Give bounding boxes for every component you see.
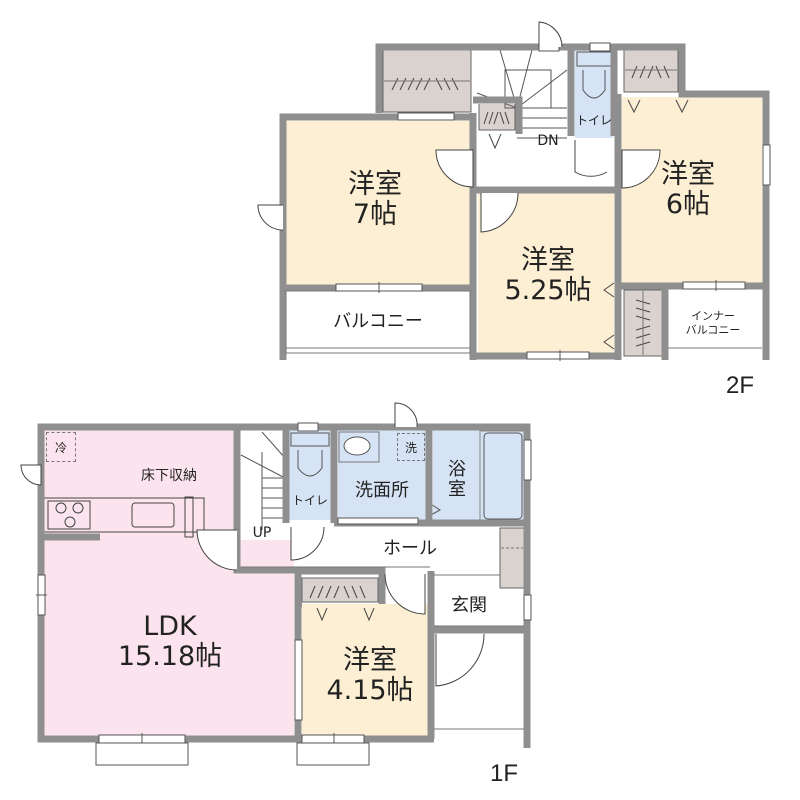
room-label-2f-western-7: 洋室 7帖 bbox=[348, 168, 402, 230]
room-type: 浴 bbox=[448, 458, 466, 480]
room-size: 7帖 bbox=[352, 199, 398, 230]
room-label-ldk: LDK 15.18帖 bbox=[117, 610, 223, 672]
floor-tag-2f: 2F bbox=[726, 372, 755, 399]
room-fill-bath bbox=[433, 430, 525, 520]
room-fill-1f-toilet bbox=[289, 430, 331, 520]
doors-1f bbox=[20, 402, 485, 687]
shoe-closet bbox=[499, 527, 525, 589]
toilet-fixture-2f bbox=[576, 51, 612, 99]
room-type: 洋室 bbox=[661, 158, 715, 190]
room-size: 4.15帖 bbox=[326, 675, 414, 706]
room-type-line2: 室 bbox=[448, 479, 466, 500]
room-type-line2: バルコニー bbox=[685, 323, 741, 336]
stairs-label-dn: DN bbox=[537, 133, 559, 150]
room-fill-4-15jo bbox=[302, 604, 429, 736]
room-label-washroom: 洗面所 bbox=[355, 479, 409, 501]
windows-1f bbox=[36, 422, 532, 766]
room-type: 洋室 bbox=[521, 244, 575, 276]
room-type: LDK bbox=[143, 610, 197, 642]
room-label-hall: ホール bbox=[383, 537, 437, 559]
room-label-1f-toilet: トイレ bbox=[291, 493, 329, 508]
room-type: 洋室 bbox=[343, 644, 397, 676]
stairs-1f bbox=[240, 430, 286, 530]
room-fill-2f-7jo bbox=[286, 121, 470, 285]
room-type: 洋室 bbox=[348, 168, 402, 200]
room-size: 6帖 bbox=[665, 189, 711, 220]
doors-2f bbox=[257, 21, 689, 350]
floor-2f bbox=[257, 21, 771, 361]
floor-1f bbox=[20, 402, 532, 766]
room-label-1f-western-4-15: 洋室 4.15帖 bbox=[326, 644, 414, 706]
room-label-2f-western-6: 洋室 6帖 bbox=[661, 158, 715, 220]
washer-marker: 洗 bbox=[397, 433, 425, 461]
room-label-2f-western-5-25: 洋室 5.25帖 bbox=[504, 244, 592, 306]
underfloor-storage-label: 床下収納 bbox=[141, 468, 197, 485]
kitchen-counter bbox=[43, 496, 205, 538]
room-type: インナー bbox=[691, 309, 735, 323]
fridge-marker: 冷 bbox=[46, 432, 76, 462]
room-size: 15.18帖 bbox=[117, 641, 223, 672]
room-label-2f-toilet: トイレ bbox=[575, 113, 613, 128]
room-label-bathroom: 浴 室 bbox=[448, 458, 466, 500]
floor-tag-1f: 1F bbox=[490, 760, 519, 787]
room-label-2f-inner-balcony: インナー バルコニー bbox=[686, 309, 741, 337]
stairs-2f bbox=[476, 49, 568, 139]
room-label-entrance: 玄関 bbox=[451, 594, 487, 616]
stairs-label-up: UP bbox=[252, 525, 272, 542]
room-fill-2f-6jo bbox=[622, 97, 762, 283]
closet-1f bbox=[301, 577, 379, 603]
room-label-2f-balcony: バルコニー bbox=[333, 310, 423, 332]
room-size: 5.25帖 bbox=[504, 275, 592, 306]
